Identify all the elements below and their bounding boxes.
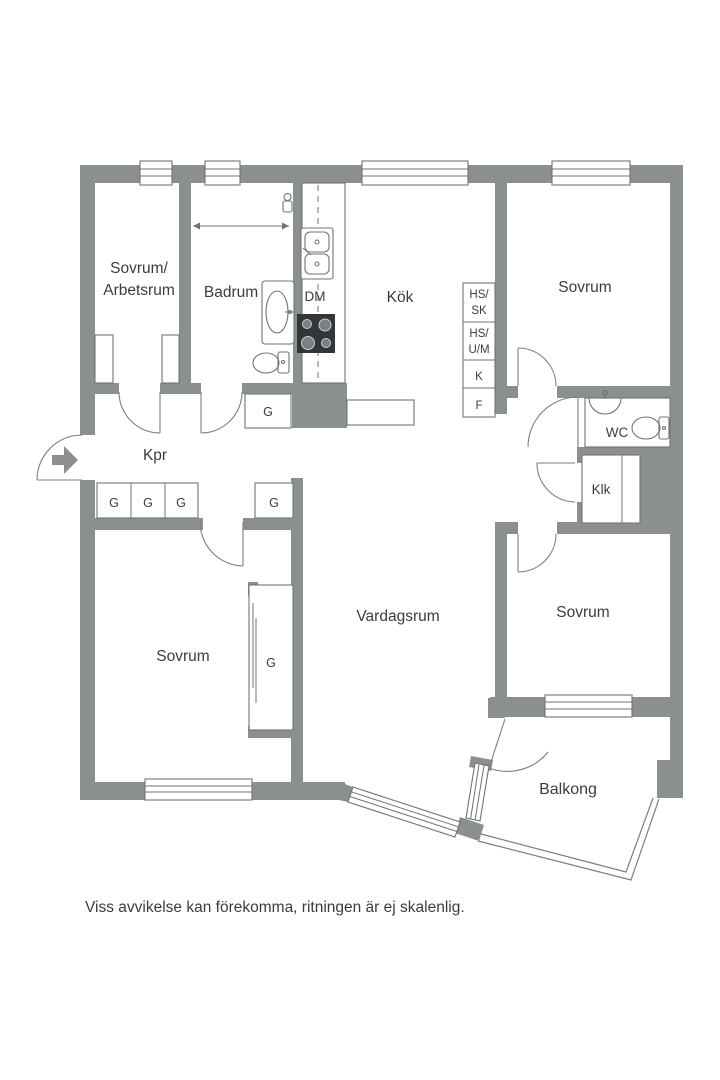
label-g-row-1: G — [109, 496, 119, 510]
doors — [36, 347, 579, 772]
door-sovrum-sw — [199, 521, 244, 567]
label-g-row-2: G — [143, 496, 153, 510]
window-top-1 — [139, 160, 173, 186]
door-balkong — [488, 718, 549, 772]
closet-badrum-g — [244, 393, 292, 429]
cabinet-column — [462, 282, 496, 418]
closet-right-g — [254, 482, 294, 519]
entry-door — [36, 434, 83, 481]
door-sovrum-ne — [517, 347, 557, 387]
label-sovrum-arbetsrum-2: Arbetsrum — [103, 282, 175, 299]
closet-klk — [581, 454, 641, 524]
label-g-right: G — [269, 496, 279, 510]
bathroom-fixtures — [193, 222, 295, 374]
door-sovrum-arbetsrum — [118, 391, 161, 434]
label-sovrum-se: Sovrum — [556, 604, 609, 621]
closets — [96, 393, 641, 738]
label-cab-f: F — [475, 400, 482, 412]
window-top-3 — [361, 160, 469, 186]
window-angled-short — [465, 762, 490, 822]
label-g-badrum: G — [263, 405, 273, 419]
door-klk — [536, 462, 576, 503]
closet-sovrum-sw-g — [248, 582, 294, 738]
washbasin-icon — [261, 280, 295, 345]
wall-niches — [94, 334, 180, 384]
wc-room-box — [584, 397, 671, 448]
kitchen-fixtures — [282, 182, 496, 426]
label-klk: Klk — [592, 482, 611, 497]
wc-fixtures — [584, 389, 671, 448]
interior-walls — [95, 183, 670, 782]
wc-washbasin-icon — [588, 389, 622, 415]
label-sovrum-ne: Sovrum — [558, 279, 611, 296]
label-wc: WC — [606, 425, 629, 440]
kitchen-counter — [346, 399, 415, 426]
label-g-row-3: G — [176, 496, 186, 510]
label-balkong: Balkong — [539, 781, 597, 798]
label-cab-hs-um-1: HS/ — [469, 328, 489, 340]
label-vardagsrum: Vardagsrum — [356, 608, 439, 625]
room-labels: Sovrum/ Arbetsrum Badrum DM Kök HS/ SK H… — [103, 260, 628, 798]
label-sovrum-sw: Sovrum — [156, 648, 209, 665]
door-badrum — [200, 391, 243, 434]
window-top-4 — [551, 160, 631, 186]
kitchen-sink-icon — [300, 227, 334, 280]
window-top-2 — [204, 160, 241, 186]
label-cab-hs-sk-1: HS/ — [469, 289, 489, 301]
toilet-icon — [252, 351, 290, 374]
door-wc — [527, 396, 579, 448]
entry-arrow-icon — [52, 446, 78, 474]
label-cab-hs-um-2: U/M — [468, 344, 489, 356]
stove-icon — [297, 314, 335, 353]
tap-icon — [282, 192, 293, 213]
window-bottom-right — [544, 694, 633, 718]
balcony-railing — [477, 797, 660, 881]
label-kpr: Kpr — [143, 447, 167, 464]
closet-row-g — [96, 482, 199, 519]
label-cab-hs-sk-2: SK — [471, 305, 487, 317]
label-dm: DM — [305, 289, 326, 304]
wc-toilet-icon — [631, 416, 670, 440]
window-angled-long — [347, 786, 461, 838]
label-kok: Kök — [387, 289, 414, 306]
measure-arrow-icon — [193, 222, 289, 230]
windows — [139, 160, 633, 838]
window-bottom-left — [144, 778, 253, 801]
door-sovrum-se — [517, 533, 557, 573]
disclaimer-text: Viss avvikelse kan förekomma, ritningen … — [85, 899, 465, 916]
label-cab-k: K — [475, 371, 483, 383]
label-badrum: Badrum — [204, 284, 258, 301]
label-sovrum-arbetsrum-1: Sovrum/ — [110, 260, 168, 277]
label-g-sw: G — [266, 656, 276, 670]
